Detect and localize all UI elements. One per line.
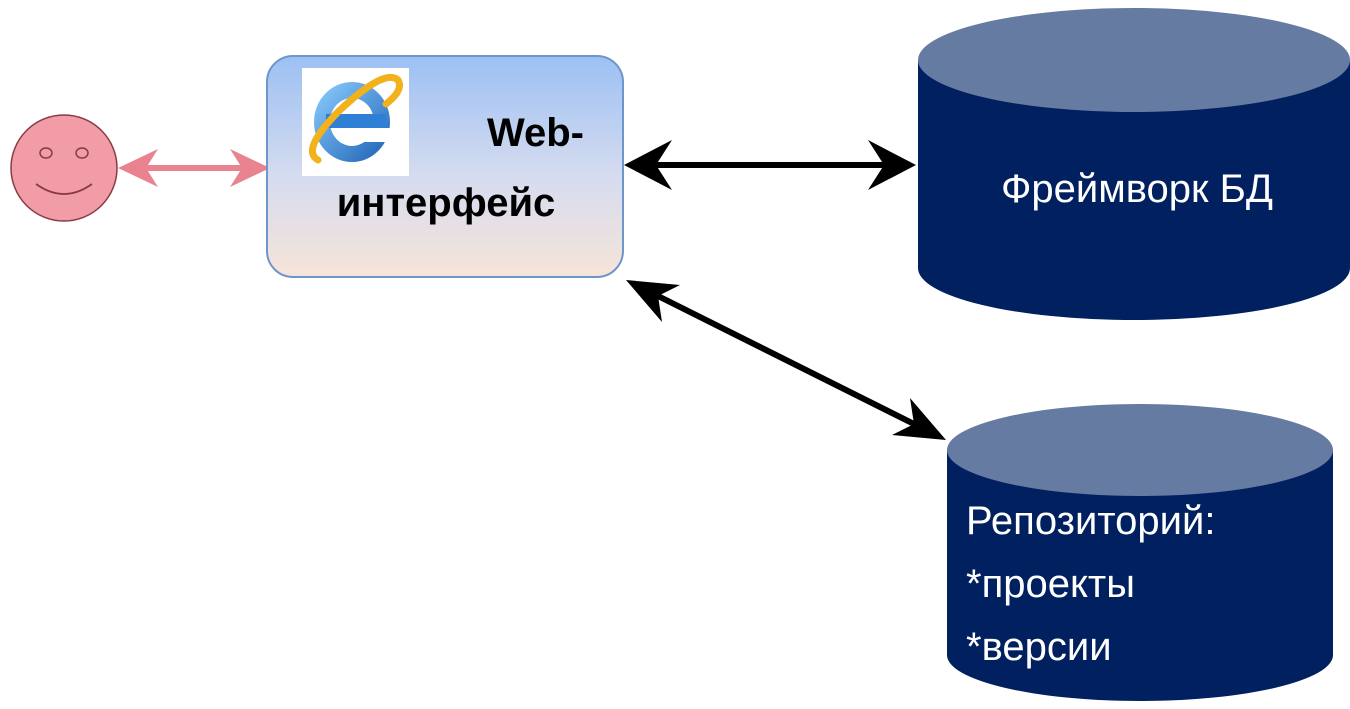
- web-interface-label-line2: интерфейс: [337, 181, 556, 225]
- repository-cylinder: [947, 404, 1333, 701]
- internet-explorer-icon: [302, 68, 409, 176]
- repository-label-line1: Репозиторий:: [966, 499, 1215, 543]
- web-interface-label-line1: Web-: [487, 111, 584, 155]
- user-smiley-icon: [10, 114, 118, 222]
- web-repository-arrow: [626, 280, 946, 440]
- repository-label-line2: *проекты: [966, 562, 1135, 606]
- repository-label-line3: *версии: [966, 625, 1112, 669]
- user-web-arrow: [118, 149, 270, 187]
- framework-db-label: Фреймворк БД: [1001, 167, 1273, 211]
- web-framework-arrow: [624, 140, 916, 190]
- framework-db-cylinder: [918, 8, 1350, 320]
